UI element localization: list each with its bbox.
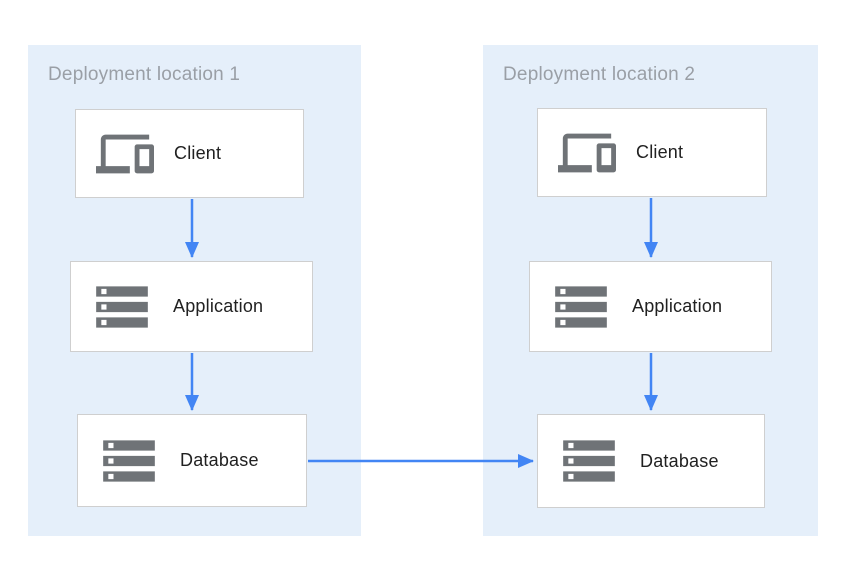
node-application-2: Application	[529, 261, 772, 352]
storage-icon	[558, 430, 620, 492]
node-database-1: Database	[77, 414, 307, 507]
devices-icon	[96, 125, 154, 183]
node-label: Application	[173, 296, 264, 316]
deployment-location-2-title: Deployment location 2	[503, 64, 696, 85]
node-application-1: Application	[70, 261, 313, 352]
deployment-location-1-title: Deployment location 1	[48, 64, 241, 85]
node-client-1: Client	[75, 109, 304, 198]
node-client-2: Client	[537, 108, 767, 197]
node-label: Application	[632, 296, 723, 316]
node-label: Database	[180, 450, 259, 470]
node-label: Client	[636, 142, 684, 162]
storage-icon	[91, 276, 153, 338]
node-label: Database	[640, 450, 719, 471]
storage-icon	[550, 276, 612, 338]
node-label: Client	[174, 143, 222, 163]
storage-icon	[98, 430, 160, 492]
devices-icon	[558, 124, 616, 182]
node-database-2: Database	[537, 414, 765, 508]
